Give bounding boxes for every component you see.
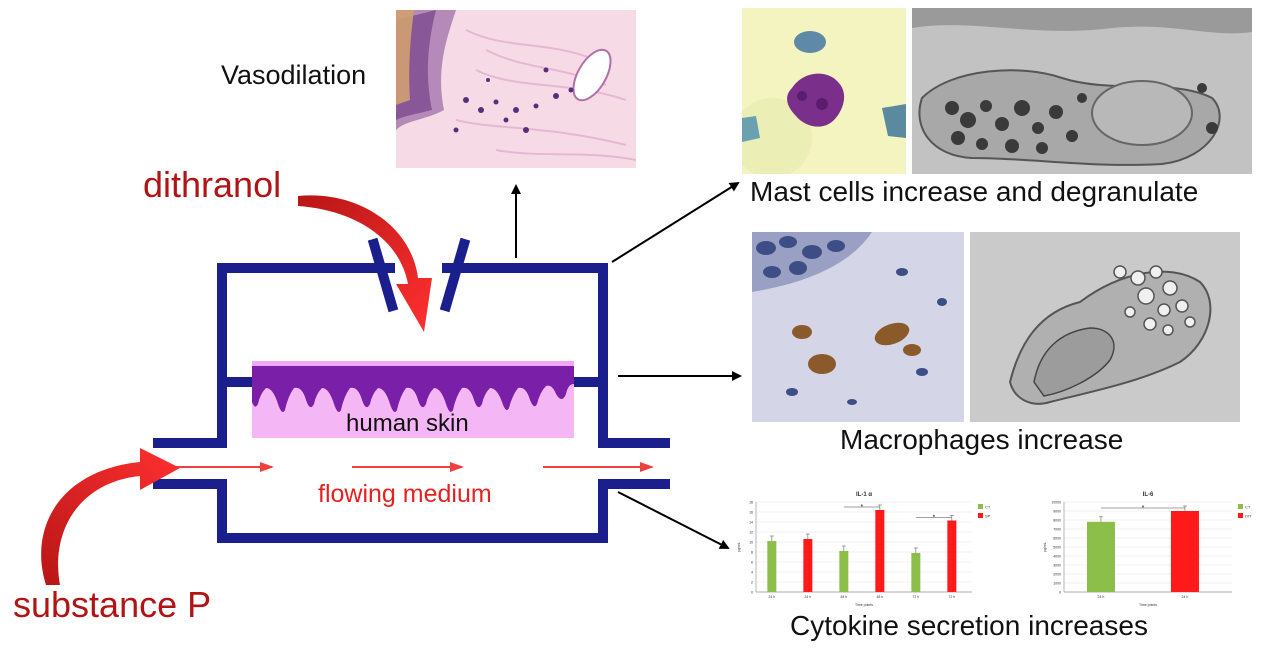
significance-star: * xyxy=(932,515,935,522)
x-tick-label: 24 h xyxy=(1098,595,1105,599)
y-tick-label: 3000 xyxy=(1053,564,1061,568)
y-tick-label: 9000 xyxy=(1053,510,1061,514)
bar-sp xyxy=(947,520,957,592)
y-tick-label: 2 xyxy=(751,581,753,585)
legend-swatch xyxy=(1238,513,1243,518)
legend-label: CT xyxy=(985,505,991,510)
chart-title: IL-1 α xyxy=(856,492,872,498)
skin-surface xyxy=(252,361,574,366)
legend-label: SP xyxy=(985,514,991,519)
substance-p-arrow xyxy=(41,448,181,585)
il6-bar-chart: IL-6 0 1000 2000 3000 4000 5000 6000 7000 8000 900… xyxy=(1043,492,1252,607)
bar-ct xyxy=(1086,521,1115,592)
y-tick-label: 2000 xyxy=(1053,573,1061,577)
y-tick-label: 6000 xyxy=(1053,537,1061,541)
dithranol-label: dithranol xyxy=(143,164,282,205)
y-tick-label: 6 xyxy=(751,561,753,565)
human-skin-sample xyxy=(252,361,574,438)
y-tick-label: 4000 xyxy=(1053,555,1061,559)
il6-chart-panel: IL-6 0 1000 2000 3000 4000 5000 6000 7000 8000 900… xyxy=(1040,488,1264,608)
il1-bar-chart: IL-1 α 0 2 4 6 8 10 12 14 16 18 pg/mL Time points 24 … xyxy=(737,492,991,607)
macrophage-tem xyxy=(970,232,1240,422)
y-axis-label: pg/mL xyxy=(737,542,741,552)
human-skin-label: human skin xyxy=(346,410,469,437)
bar-ct xyxy=(839,551,849,592)
y-tick-label: 8 xyxy=(751,551,753,555)
bar-sp xyxy=(803,539,813,592)
x-tick-label: 24 h xyxy=(768,595,775,599)
mast-cell-micrograph xyxy=(742,8,906,174)
y-tick-label: 1000 xyxy=(1053,582,1061,586)
macrophage-ihc-drawing xyxy=(752,232,964,422)
epidermis-layer xyxy=(252,364,574,412)
mast-cell-tem xyxy=(912,8,1252,174)
x-tick-label: 24 h xyxy=(1182,595,1189,599)
x-tick-label: 72 h xyxy=(912,595,919,599)
chamber-slot-left xyxy=(367,237,399,313)
y-tick-label: 7000 xyxy=(1053,528,1061,532)
connector-arrows xyxy=(511,181,742,549)
chamber-bottom-wall xyxy=(153,479,670,543)
y-tick-label: 10 xyxy=(749,541,753,545)
bar-sp xyxy=(875,510,885,592)
x-axis-label: Time points xyxy=(855,603,873,607)
macrophages-label: Macrophages increase xyxy=(840,424,1124,455)
flowing-medium-label: flowing medium xyxy=(318,480,492,508)
y-tick-label: 18 xyxy=(749,501,753,505)
legend-label: DIT xyxy=(1245,514,1252,519)
significance-star: * xyxy=(860,504,863,511)
chart-title: IL-6 xyxy=(1143,492,1154,498)
arrow-to-cytokines xyxy=(617,491,730,549)
x-tick-label: 24 h xyxy=(804,595,811,599)
dithranol-arrow xyxy=(298,195,432,332)
y-tick-label: 14 xyxy=(749,521,753,525)
significance-star: * xyxy=(1142,505,1145,512)
mast-cell-drawing xyxy=(742,8,906,174)
macrophage-tem-drawing xyxy=(970,232,1240,422)
y-tick-label: 16 xyxy=(749,511,753,515)
y-tick-label: 8000 xyxy=(1053,519,1061,523)
y-tick-label: 0 xyxy=(751,591,753,595)
mast-cell-tem-drawing xyxy=(912,8,1252,174)
legend-swatch xyxy=(978,513,983,518)
cytokine-label: Cytokine secretion increases xyxy=(790,610,1148,641)
legend-swatch xyxy=(1238,504,1243,509)
substance-p-label: substance P xyxy=(13,584,212,625)
legend-label: CT xyxy=(1245,505,1251,510)
y-tick-label: 10000 xyxy=(1051,501,1061,505)
macrophage-ihc xyxy=(752,232,964,422)
legend-swatch xyxy=(978,504,983,509)
mast-cells-label: Mast cells increase and degranulate xyxy=(750,176,1199,207)
chamber-top-left-wall xyxy=(153,263,395,448)
chamber-top-right-wall xyxy=(442,263,670,448)
chamber-slot-right xyxy=(439,237,471,313)
bioreactor-chamber xyxy=(153,237,670,543)
he-stain-drawing xyxy=(396,10,636,168)
y-tick-label: 5000 xyxy=(1053,546,1061,550)
vasodilation-label: Vasodilation xyxy=(221,60,367,90)
y-tick-label: 0 xyxy=(1059,591,1061,595)
x-tick-label: 48 h xyxy=(876,595,883,599)
bar-dit xyxy=(1170,511,1199,592)
y-tick-label: 4 xyxy=(751,571,753,575)
x-tick-label: 72 h xyxy=(948,595,955,599)
y-axis-label: pg/mL xyxy=(1043,542,1047,552)
bar-ct xyxy=(767,541,777,592)
x-axis-label: Time points xyxy=(1139,603,1157,607)
vasodilation-micrograph xyxy=(396,10,636,168)
bar-ct xyxy=(911,553,921,592)
y-tick-label: 12 xyxy=(749,531,753,535)
x-tick-label: 48 h xyxy=(840,595,847,599)
il1-chart-panel: IL-1 α 0 2 4 6 8 10 12 14 16 18 pg/mL Time points 24 … xyxy=(734,488,1006,608)
arrow-to-mast-cells xyxy=(611,181,740,263)
